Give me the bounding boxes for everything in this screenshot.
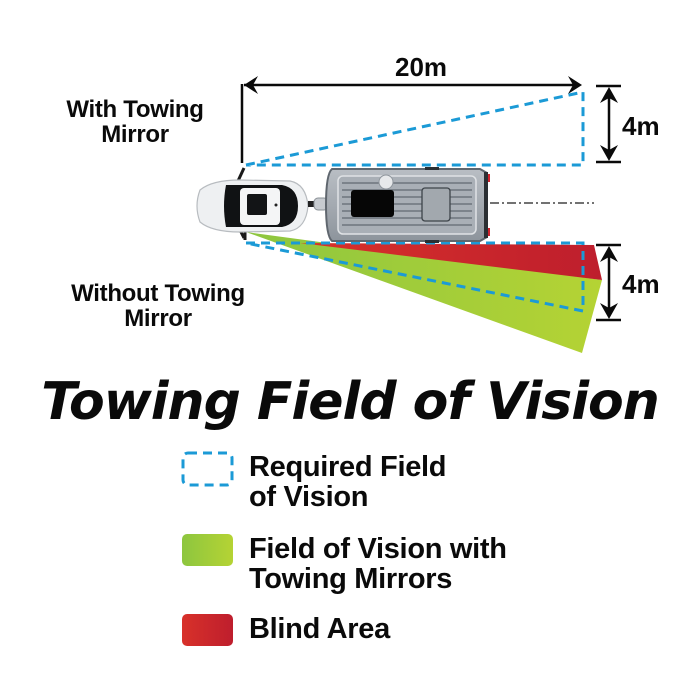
top-width-dimension-arrow: [596, 84, 621, 164]
bottom-width-dimension-label: 4m: [622, 269, 660, 299]
with-towing-mirror-line2: Mirror: [101, 121, 169, 148]
without-towing-mirror-line1: Without Towing: [71, 280, 245, 307]
with-towing-mirror-line1: With Towing: [66, 96, 204, 123]
legend-item-blind-area: Blind Area: [249, 614, 390, 644]
legend-label-line2: of Vision: [249, 481, 369, 513]
legend-label-line1: Required Field: [249, 451, 447, 483]
top-width-dimension-label: 4m: [622, 111, 660, 141]
required-field-bottom-outline: [245, 241, 585, 313]
legend-item-vision-area: Field of Vision with Towing Mirrors: [249, 534, 507, 594]
legend-swatch-vision-area: [182, 534, 233, 566]
caravan-icon: [324, 167, 490, 243]
legend-swatch-blind-area: [182, 614, 233, 646]
with-towing-mirror-label: With Towing Mirror: [40, 97, 230, 147]
legend-label-line2: Towing Mirrors: [249, 563, 453, 595]
legend-label-line1: Blind Area: [249, 613, 390, 645]
legend-label-line1: Field of Vision with: [249, 533, 507, 565]
tow-hitch-icon: [308, 197, 329, 211]
legend-swatch-required-field: [181, 451, 234, 487]
without-towing-mirror-label: Without Towing Mirror: [38, 281, 278, 331]
blind-area-red: [300, 243, 602, 280]
required-field-top-outline: [245, 90, 585, 167]
car-icon: [196, 167, 309, 240]
diagram-title: Towing Field of Vision: [41, 372, 660, 432]
without-towing-mirror-line2: Mirror: [124, 305, 192, 332]
length-dimension-arrow: [240, 76, 582, 163]
length-dimension-label: 20m: [395, 52, 448, 82]
vision-area-green: [246, 232, 602, 353]
bottom-width-dimension-arrow: [596, 243, 621, 322]
legend-item-required-field: Required Field of Vision: [249, 451, 447, 513]
